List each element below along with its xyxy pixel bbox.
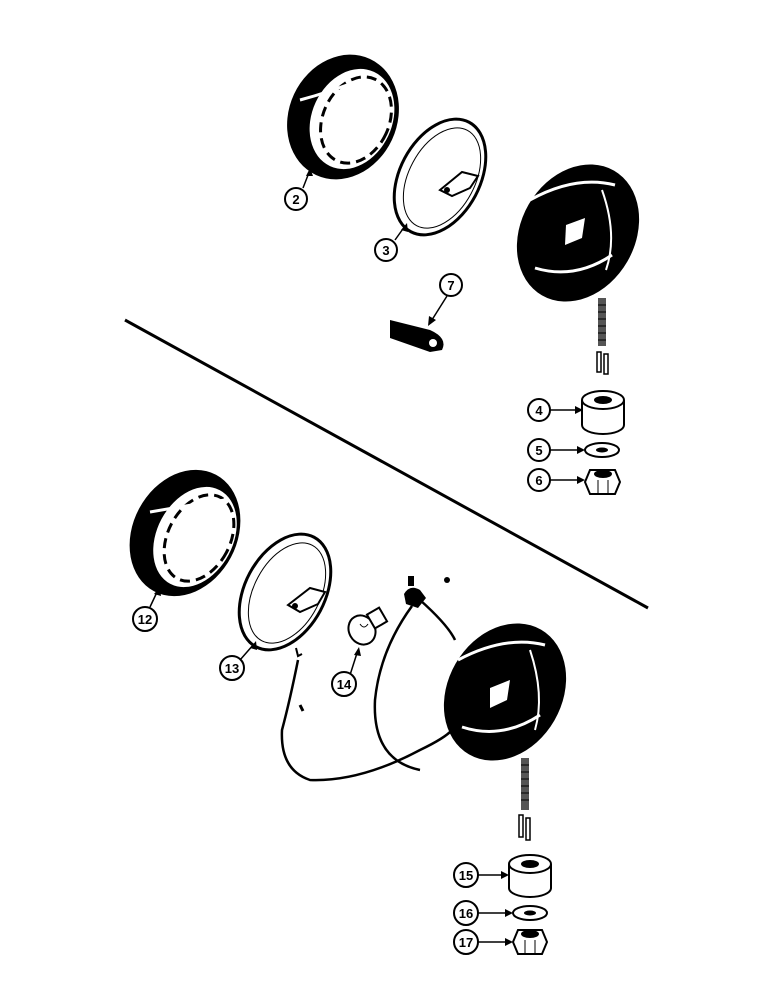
bezel-ring-upper [287, 54, 399, 180]
washer-lower [512, 905, 548, 921]
callout-7: 7 [428, 273, 463, 326]
callout-label-7: 7 [447, 278, 454, 293]
callout-5: 5 [527, 438, 585, 462]
callout-label-16: 16 [459, 906, 473, 921]
callout-label-6: 6 [535, 473, 542, 488]
socket-wires [280, 576, 457, 782]
washer-upper [584, 442, 620, 458]
callout-label-14: 14 [337, 677, 352, 692]
callout-label-2: 2 [292, 192, 299, 207]
callout-label-15: 15 [459, 868, 473, 883]
spacer-upper [581, 390, 625, 435]
section-divider-line [124, 318, 649, 610]
bulb-part [347, 606, 389, 646]
callout-label-3: 3 [382, 243, 389, 258]
callout-15: 15 [453, 862, 509, 888]
callout-label-5: 5 [535, 443, 542, 458]
callout-4: 4 [527, 398, 583, 422]
callout-14: 14 [331, 647, 361, 697]
callout-2: 2 [284, 168, 313, 211]
nut-upper [583, 469, 622, 495]
callout-label-4: 4 [535, 403, 543, 418]
nut-lower [511, 929, 549, 955]
lens-upper [392, 117, 488, 237]
lamp-housing-lower [443, 623, 567, 841]
clip-part [390, 320, 444, 352]
callout-label-13: 13 [225, 661, 239, 676]
callout-16: 16 [453, 900, 513, 926]
callout-12: 12 [132, 587, 161, 632]
callout-17: 17 [453, 929, 513, 955]
bezel-ring-lower [129, 469, 241, 597]
callout-6: 6 [527, 468, 585, 492]
callout-label-12: 12 [138, 612, 152, 627]
lens-lower [237, 532, 333, 658]
callout-label-17: 17 [459, 935, 473, 950]
callout-13: 13 [219, 641, 257, 681]
spacer-lower [508, 854, 552, 898]
lamp-housing-upper [516, 164, 640, 375]
callout-3: 3 [374, 223, 408, 262]
